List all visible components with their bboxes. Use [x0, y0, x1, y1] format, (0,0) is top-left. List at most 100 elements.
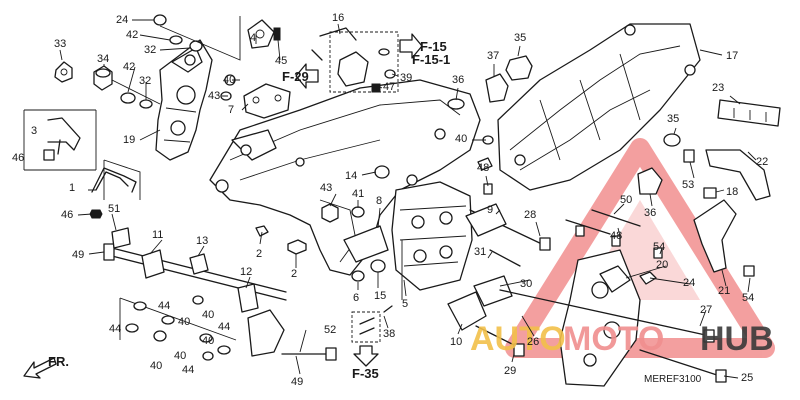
arrow-f15 [399, 33, 423, 59]
arrow-f29 [295, 63, 319, 89]
callout-4: 4 [250, 32, 256, 44]
callout-53: 53 [682, 179, 694, 191]
callout-49b: 49 [291, 376, 303, 388]
damper-37 [485, 73, 509, 103]
collar-32 [139, 99, 153, 109]
callout-54a: 54 [653, 241, 665, 253]
callout-2b: 2 [291, 268, 297, 280]
callout-24a: 24 [116, 14, 128, 26]
callout-40d: 40 [174, 350, 186, 362]
engine-hanger-19 [155, 39, 213, 161]
callout-48a: 48 [477, 162, 489, 174]
callout-44b: 44 [109, 323, 121, 335]
adjuster-11 [141, 249, 165, 279]
nut-52 [325, 347, 337, 361]
seat-rubber-23 [717, 99, 781, 127]
callout-27: 27 [700, 304, 712, 316]
callout-42b: 42 [123, 61, 135, 73]
callout-54b: 54 [742, 292, 754, 304]
bracket-7 [243, 83, 291, 119]
bolt-27 [499, 289, 711, 337]
bracket-3 [23, 109, 97, 171]
callout-40c: 40 [202, 335, 214, 347]
front-label: FR. [48, 354, 69, 369]
callout-18: 18 [726, 186, 738, 198]
bolt-head-24 [153, 14, 167, 26]
callout-49a: 49 [72, 249, 84, 261]
callout-50: 50 [620, 194, 632, 206]
callout-8: 8 [376, 195, 382, 207]
callout-30: 30 [520, 278, 532, 290]
collar-13 [189, 253, 209, 275]
bolt-51 [111, 227, 131, 249]
bracket-10 [447, 291, 487, 331]
callout-12: 12 [240, 266, 252, 278]
collar-8b [370, 259, 386, 273]
watermark-moto: MOTO [563, 320, 664, 358]
bracket-9 [465, 203, 507, 237]
callout-39: 39 [400, 72, 412, 84]
front-arrow [23, 357, 57, 379]
callout-44a: 44 [158, 300, 170, 312]
watermark-text: AUTO MOTO HUB [470, 320, 774, 358]
callout-34: 34 [97, 53, 109, 65]
callout-7: 7 [228, 104, 234, 116]
callout-44c: 44 [218, 321, 230, 333]
callout-35a: 35 [514, 32, 526, 44]
callout-9: 9 [487, 204, 493, 216]
nut-33 [54, 61, 73, 83]
callout-43b: 43 [320, 182, 332, 194]
callout-13: 13 [196, 235, 208, 247]
callout-32a: 32 [144, 44, 156, 56]
callout-52: 52 [324, 324, 336, 336]
leader-lines [59, 19, 757, 379]
callout-46b: 46 [61, 209, 73, 221]
collar-36a [447, 98, 465, 110]
bracket-21 [693, 199, 737, 273]
callout-40g: 40 [455, 133, 467, 145]
callout-51: 51 [108, 203, 120, 215]
callout-21: 21 [718, 285, 730, 297]
callout-46a: 46 [12, 152, 24, 164]
bolt-25 [639, 349, 721, 377]
callout-40e: 40 [150, 360, 162, 372]
grommet-18 [703, 187, 717, 199]
rubber-2b [287, 239, 307, 255]
callout-16: 16 [332, 12, 344, 24]
callout-15: 15 [374, 290, 386, 302]
callout-32b: 32 [139, 75, 151, 87]
callout-41: 41 [352, 188, 364, 200]
main-frame [209, 79, 481, 291]
bolt-50 [591, 209, 641, 227]
callout-37: 37 [487, 50, 499, 62]
callout-36b: 36 [644, 207, 656, 219]
callout-31: 31 [474, 246, 486, 258]
collar-34 [93, 65, 113, 91]
bolt-29 [475, 325, 521, 349]
callout-48b: 48 [610, 230, 622, 242]
diagram-code: MEREF3100 [644, 374, 702, 385]
callout-25: 25 [741, 372, 753, 384]
callout-28: 28 [524, 209, 536, 221]
callout-10: 10 [450, 336, 462, 348]
callout-42a: 42 [126, 29, 138, 41]
callout-40b: 40 [202, 309, 214, 321]
collar-36b [637, 167, 663, 195]
bolt-53 [683, 149, 695, 163]
callout-19: 19 [123, 134, 135, 146]
callout-6: 6 [353, 292, 359, 304]
callout-22: 22 [756, 156, 768, 168]
rubber-2a [255, 225, 269, 237]
watermark-hub: HUB [700, 320, 774, 358]
bracket-8 [343, 225, 389, 263]
bolt-31 [489, 249, 521, 267]
clip-1 [91, 159, 141, 200]
spacer-12 [237, 283, 259, 313]
callout-33: 33 [54, 38, 66, 50]
ref-f15-1: F-15-1 [412, 52, 450, 67]
rubber-35b [663, 133, 681, 147]
collar-30 [473, 275, 513, 307]
callout-1: 1 [69, 182, 75, 194]
callout-17: 17 [726, 50, 738, 62]
